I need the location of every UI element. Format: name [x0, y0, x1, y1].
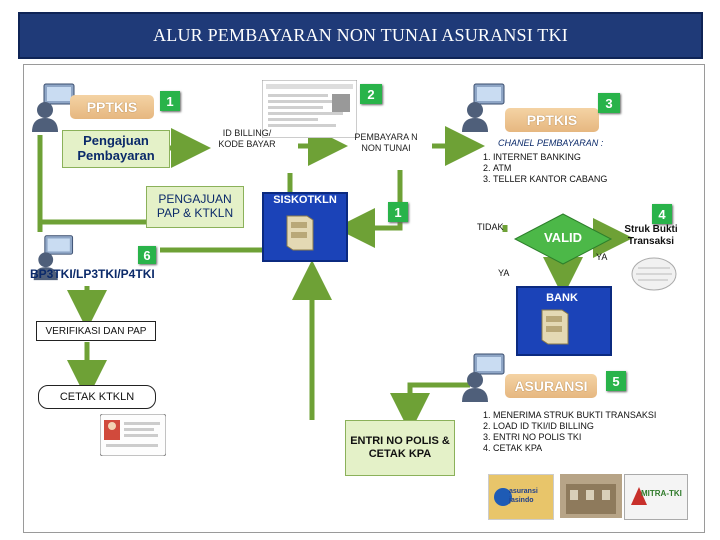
- asuransi-step: MENERIMA STRUK BUKTI TRANSAKSI: [493, 410, 687, 421]
- mitra-tki-logo-mark: [625, 475, 687, 519]
- receipt-icon: [631, 257, 677, 291]
- struk-label: Struk Bukti Transaksi: [618, 224, 684, 248]
- pptkis-right-user-computer-icon: [462, 83, 505, 132]
- badge-3-text: 3: [605, 95, 613, 111]
- jasindo-logo-mark: [489, 475, 553, 519]
- pptkis-right-text: PPTKIS: [526, 112, 578, 128]
- arrow-chanel-to-siskotkln: [335, 170, 403, 248]
- ktkln-card-icon: [100, 414, 166, 456]
- chanel-title-text: CHANEL PEMBAYARAN :: [498, 138, 604, 148]
- bp3tki-label: BP3TKI/LP3TKI/P4TKI: [30, 267, 155, 281]
- step-badge-6: 6: [138, 246, 156, 264]
- ya-right-label: YA: [596, 252, 607, 263]
- jasindo-logo: asuransi jasindo: [488, 474, 554, 520]
- pengajuan-pembayaran-box: Pengajuan Pembayaran: [62, 130, 170, 168]
- bank-text: BANK: [546, 292, 578, 304]
- badge-2-text: 2: [367, 86, 375, 102]
- step-badge-1-top: 1: [160, 91, 180, 111]
- asuransi-step: LOAD ID TKI/ID BILLING: [493, 421, 687, 432]
- badge-4-text: 4: [658, 206, 666, 222]
- pembayaran-non-tunai-label: PEMBAYARA N NON TUNAI: [348, 132, 424, 154]
- page-title: ALUR PEMBAYARAN NON TUNAI ASURANSI TKI: [18, 12, 703, 59]
- siskotkln-text: SISKOTKLN: [273, 194, 337, 206]
- valid-decision-diamond: [513, 213, 613, 265]
- entri-polis-text: ENTRI NO POLIS & CETAK KPA: [350, 435, 450, 460]
- server-icon: [286, 215, 314, 251]
- asuransi-step: ENTRI NO POLIS TKI: [493, 432, 687, 443]
- valid-text: VALID: [543, 230, 583, 245]
- pengajuan-pembayaran-text: Pengajuan Pembayaran: [77, 133, 155, 163]
- tidak-label: TIDAK: [477, 222, 504, 233]
- ya-down-label: YA: [498, 268, 509, 279]
- bp3tki-user-computer-icon: [33, 235, 74, 281]
- struk-text: Struk Bukti Transaksi: [624, 224, 678, 247]
- verifikasi-box: VERIFIKASI DAN PAP: [36, 321, 156, 341]
- asuransi-label: ASURANSI: [505, 374, 597, 398]
- badge-1-mid-text: 1: [394, 204, 402, 220]
- pptkis-left-text: PPTKIS: [86, 99, 138, 115]
- pembayaran-non-tunai-text: PEMBAYARA N NON TUNAI: [354, 132, 418, 153]
- pptkis-right-label: PPTKIS: [505, 108, 599, 132]
- asuransi-steps-list: MENERIMA STRUK BUKTI TRANSAKSI LOAD ID T…: [477, 410, 687, 454]
- siskotkln-label: SISKOTKLN: [266, 194, 344, 206]
- ya-right-text: YA: [596, 252, 608, 262]
- asuransi-text: ASURANSI: [514, 378, 588, 394]
- badge-1-top-text: 1: [166, 93, 174, 109]
- cetak-ktkln-text: CETAK KTKLN: [59, 391, 135, 403]
- step-badge-2: 2: [360, 84, 382, 104]
- bank-label: BANK: [516, 292, 608, 304]
- bp3tki-text: BP3TKI/LP3TKI/P4TKI: [30, 267, 155, 281]
- entri-polis-box: ENTRI NO POLIS & CETAK KPA: [345, 420, 455, 476]
- verifikasi-text: VERIFIKASI DAN PAP: [45, 325, 147, 337]
- mitra-tki-logo: MITRA-TKI: [624, 474, 688, 520]
- asuransi-step: CETAK KPA: [493, 443, 687, 454]
- chanel-item: INTERNET BANKING: [493, 152, 637, 163]
- valid-label: VALID: [513, 230, 613, 245]
- asuransi-user-computer-icon: [462, 353, 505, 402]
- step-badge-5: 5: [606, 371, 626, 391]
- arrow-asuransi-to-entri: [390, 382, 470, 433]
- title-text: ALUR PEMBAYARAN NON TUNAI ASURANSI TKI: [153, 25, 568, 45]
- mitra-tki-logo-text: MITRA-TKI: [641, 489, 682, 498]
- pptkis-user-computer-icon: [32, 83, 75, 132]
- office-building-photo: [560, 474, 622, 518]
- ya-down-text: YA: [498, 268, 510, 278]
- chanel-item: TELLER KANTOR CABANG: [493, 174, 637, 185]
- id-billing-text: ID BILLING/ KODE BAYAR: [218, 128, 276, 149]
- pengajuan-pap-box: PENGAJUAN PAP & KTKLN: [146, 186, 244, 228]
- pengajuan-pap-text: PENGAJUAN PAP & KTKLN: [156, 192, 234, 220]
- step-badge-1-mid: 1: [388, 202, 408, 222]
- badge-5-text: 5: [612, 373, 620, 389]
- chanel-list: INTERNET BANKING ATM TELLER KANTOR CABAN…: [477, 152, 637, 185]
- cetak-ktkln-box: CETAK KTKLN: [38, 385, 156, 409]
- chanel-item: ATM: [493, 163, 637, 174]
- pptkis-left-label: PPTKIS: [70, 95, 154, 119]
- id-billing-label: ID BILLING/ KODE BAYAR: [216, 128, 278, 150]
- jasindo-logo-text: asuransi jasindo: [509, 488, 538, 504]
- badge-6-text: 6: [143, 247, 151, 263]
- tidak-text: TIDAK: [477, 222, 504, 232]
- chanel-title: CHANEL PEMBAYARAN :: [498, 138, 603, 149]
- billing-document-thumbnail: [262, 80, 357, 138]
- step-badge-4: 4: [652, 204, 672, 224]
- step-badge-3: 3: [598, 93, 620, 113]
- bank-server-icon: [541, 309, 569, 345]
